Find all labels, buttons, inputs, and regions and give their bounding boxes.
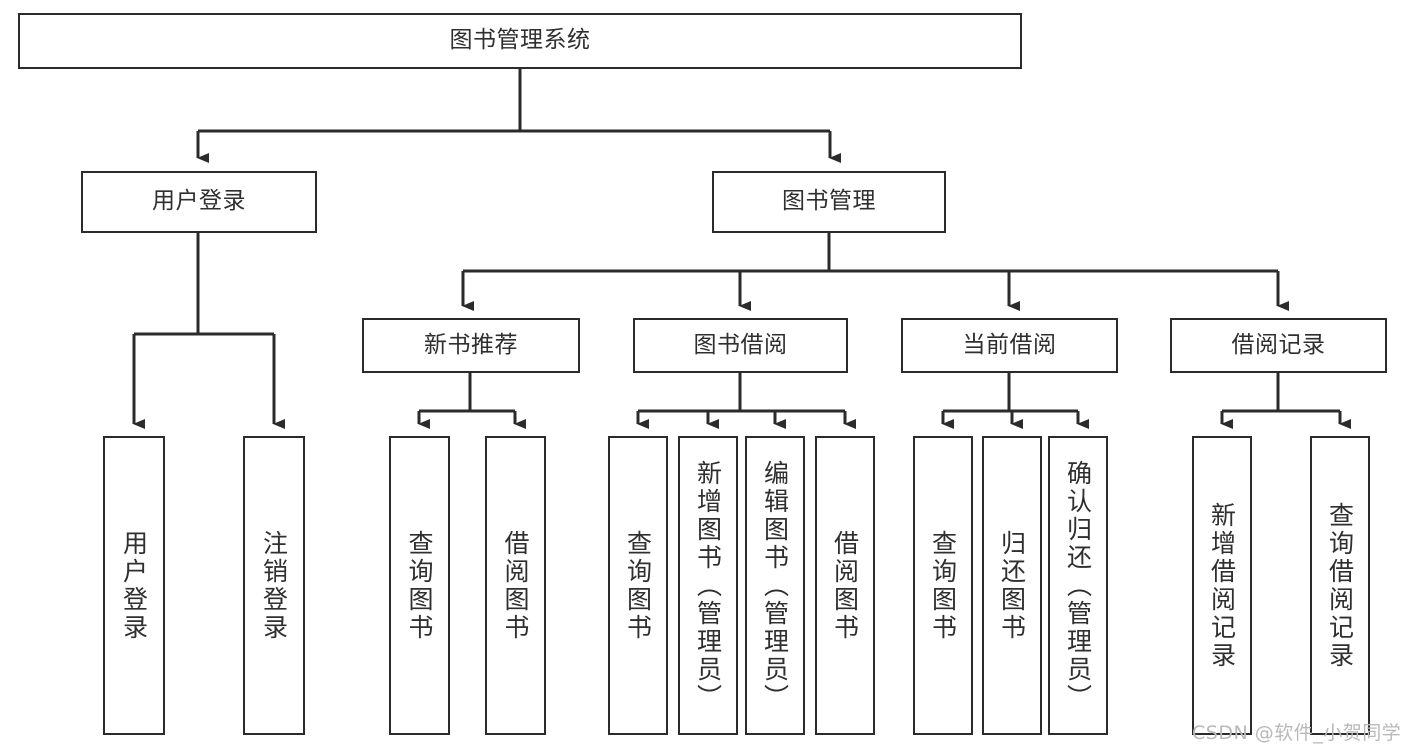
node-label-leaf-query-book-borrow: 查询图书	[623, 529, 653, 642]
node-book-management[interactable]: 图书管理	[712, 171, 946, 233]
node-label-leaf-query-record: 查询借阅记录	[1325, 501, 1355, 670]
node-label-book-management: 图书管理	[782, 188, 876, 215]
node-label-leaf-add-book: 新增图书（管理员）	[693, 459, 723, 712]
node-leaf-query-book-current[interactable]: 查询图书	[913, 436, 973, 735]
node-label-leaf-borrow-book-rec: 借阅图书	[501, 529, 530, 642]
node-current-borrow[interactable]: 当前借阅	[901, 318, 1118, 373]
node-label-leaf-add-record: 新增借阅记录	[1207, 501, 1237, 670]
node-root[interactable]: 图书管理系统	[18, 13, 1022, 69]
node-leaf-edit-book[interactable]: 编辑图书（管理员）	[745, 436, 805, 735]
node-label-leaf-user-login: 用户登录	[119, 529, 149, 642]
node-leaf-query-record[interactable]: 查询借阅记录	[1310, 436, 1370, 735]
node-label-root: 图书管理系统	[449, 27, 591, 54]
node-label-current-borrow: 当前借阅	[962, 331, 1057, 358]
node-label-leaf-confirm-return: 确认归还（管理员）	[1063, 459, 1093, 712]
node-leaf-borrow-book-rec[interactable]: 借阅图书	[485, 436, 546, 735]
node-leaf-query-book-borrow[interactable]: 查询图书	[608, 436, 668, 735]
node-label-leaf-borrow-book: 借阅图书	[830, 529, 860, 642]
node-label-borrow-record: 借阅记录	[1231, 331, 1326, 358]
node-leaf-return-book[interactable]: 归还图书	[982, 436, 1042, 735]
node-leaf-query-book-rec[interactable]: 查询图书	[389, 436, 450, 735]
node-borrow-record[interactable]: 借阅记录	[1170, 318, 1387, 373]
node-label-leaf-logout: 注销登录	[259, 529, 289, 642]
node-book-borrow[interactable]: 图书借阅	[633, 318, 848, 373]
node-leaf-add-record[interactable]: 新增借阅记录	[1192, 436, 1252, 735]
node-label-leaf-edit-book: 编辑图书（管理员）	[760, 459, 790, 712]
node-label-leaf-query-book-rec: 查询图书	[405, 529, 434, 642]
node-leaf-user-login[interactable]: 用户登录	[103, 436, 165, 735]
node-label-leaf-query-book-current: 查询图书	[928, 529, 958, 642]
node-leaf-confirm-return[interactable]: 确认归还（管理员）	[1048, 436, 1108, 735]
node-user-login[interactable]: 用户登录	[81, 171, 317, 233]
csdn-watermark: CSDN @软件_小贺同学	[1192, 722, 1402, 744]
node-leaf-add-book[interactable]: 新增图书（管理员）	[678, 436, 738, 735]
node-label-leaf-return-book: 归还图书	[997, 529, 1027, 642]
node-label-user-login: 用户登录	[152, 188, 246, 215]
node-leaf-logout[interactable]: 注销登录	[243, 436, 305, 735]
node-leaf-borrow-book[interactable]: 借阅图书	[815, 436, 875, 735]
node-label-new-book-recommend: 新书推荐	[424, 331, 518, 358]
node-new-book-recommend[interactable]: 新书推荐	[362, 318, 580, 373]
node-label-book-borrow: 图书借阅	[693, 331, 788, 358]
